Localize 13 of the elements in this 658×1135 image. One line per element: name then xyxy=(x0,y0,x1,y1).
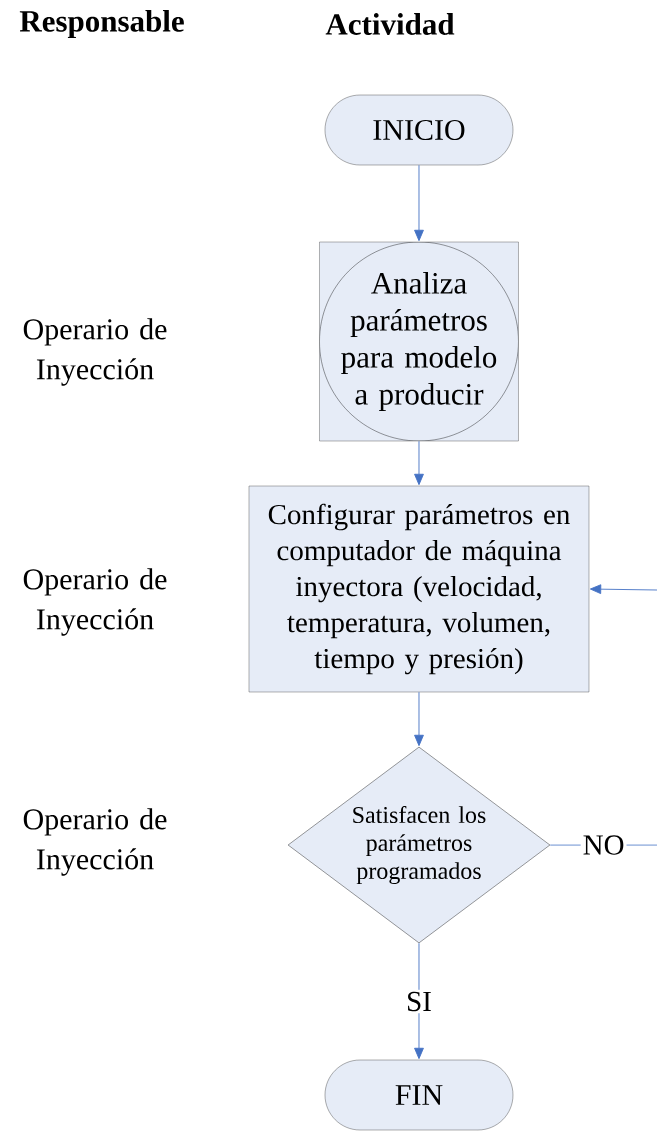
edge-label: NO xyxy=(580,833,627,857)
role-label: Operario de Inyección xyxy=(23,318,167,386)
arrow xyxy=(589,584,658,595)
column-heading: Actividad xyxy=(325,13,455,35)
arrow xyxy=(414,164,424,242)
edge-label: SI xyxy=(404,989,434,1014)
role-label: Operario de Inyección xyxy=(23,808,167,876)
process-box: Analiza parámetros para modelo a producir xyxy=(319,241,519,442)
arrow xyxy=(414,691,424,747)
column-heading: Responsable xyxy=(19,9,184,39)
process-box: Configurar parámetros en computador de máquina inyectora (velocidad, temperatura, volumen, tiempo y presión) xyxy=(248,485,590,693)
arrow xyxy=(414,440,424,486)
role-label: Operario de Inyección xyxy=(23,568,167,636)
